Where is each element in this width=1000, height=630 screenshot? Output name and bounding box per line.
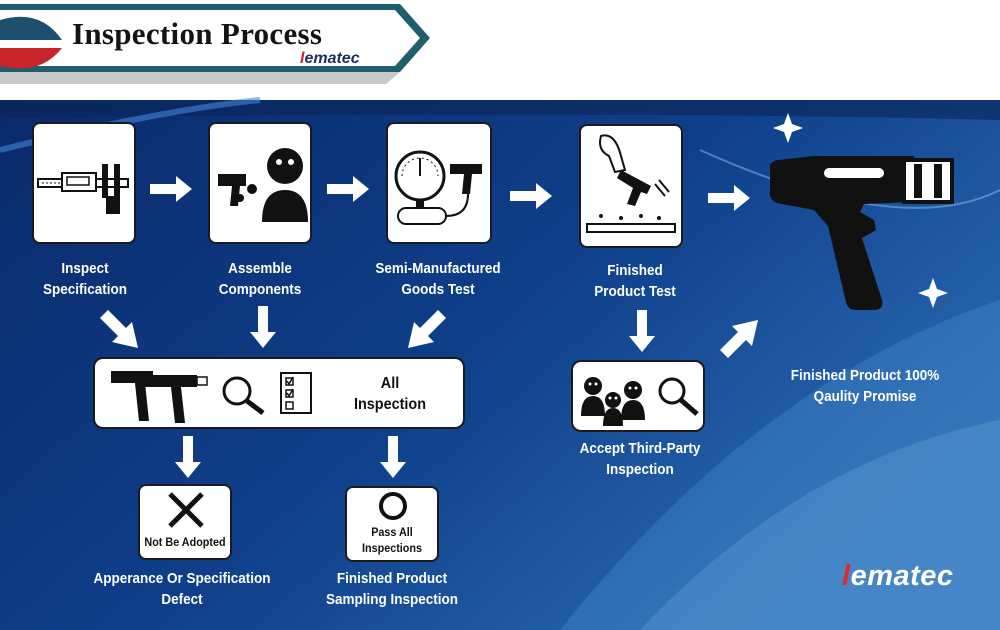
arrow-down-icon (378, 436, 408, 480)
arrow-right-icon (708, 183, 752, 213)
caliper-icon (34, 124, 134, 242)
footer-logo: lematec (842, 560, 954, 593)
circle-ok-icon (375, 490, 411, 522)
arrow-right-icon (327, 174, 371, 204)
cross-icon (166, 492, 206, 528)
assembly-icon (210, 124, 310, 242)
promise-label: Finished Product 100%Qaulity Promise (771, 365, 960, 407)
footer-logo-l: l (842, 560, 851, 592)
arrow-down-left-icon (404, 306, 450, 352)
arrow-up-right-icon (716, 316, 762, 362)
arrow-down-icon (627, 310, 657, 354)
footer-logo-rest: ematec (851, 560, 954, 592)
arrow-right-icon (510, 181, 554, 211)
arrow-down-icon (248, 306, 278, 350)
header-logo-rest: ematec (304, 50, 359, 67)
arrow-down-right-icon (96, 306, 142, 352)
step-assemble-card (208, 122, 312, 244)
header-logo: lematec (300, 50, 360, 68)
step-inspect-card (32, 122, 136, 244)
spray-test-icon (581, 126, 681, 246)
not-adopted-badge: Not Be Adopted (143, 534, 228, 550)
magnifier-icon (655, 374, 701, 418)
pressure-gauge-icon (388, 124, 490, 242)
checklist-icon (279, 371, 315, 417)
spray-gun-icon (764, 150, 964, 320)
step-semi-card (386, 122, 492, 244)
arrow-right-icon (150, 174, 194, 204)
tools-pair-icon (109, 363, 209, 425)
page-title: Inspection Process (72, 16, 322, 52)
arrow-down-icon (173, 436, 203, 480)
step-finished-card (579, 124, 683, 248)
people-icon (577, 368, 647, 426)
third-party-card (571, 360, 705, 432)
not-adopted-card: Not Be Adopted (138, 484, 232, 560)
magnifier-icon (219, 373, 269, 417)
